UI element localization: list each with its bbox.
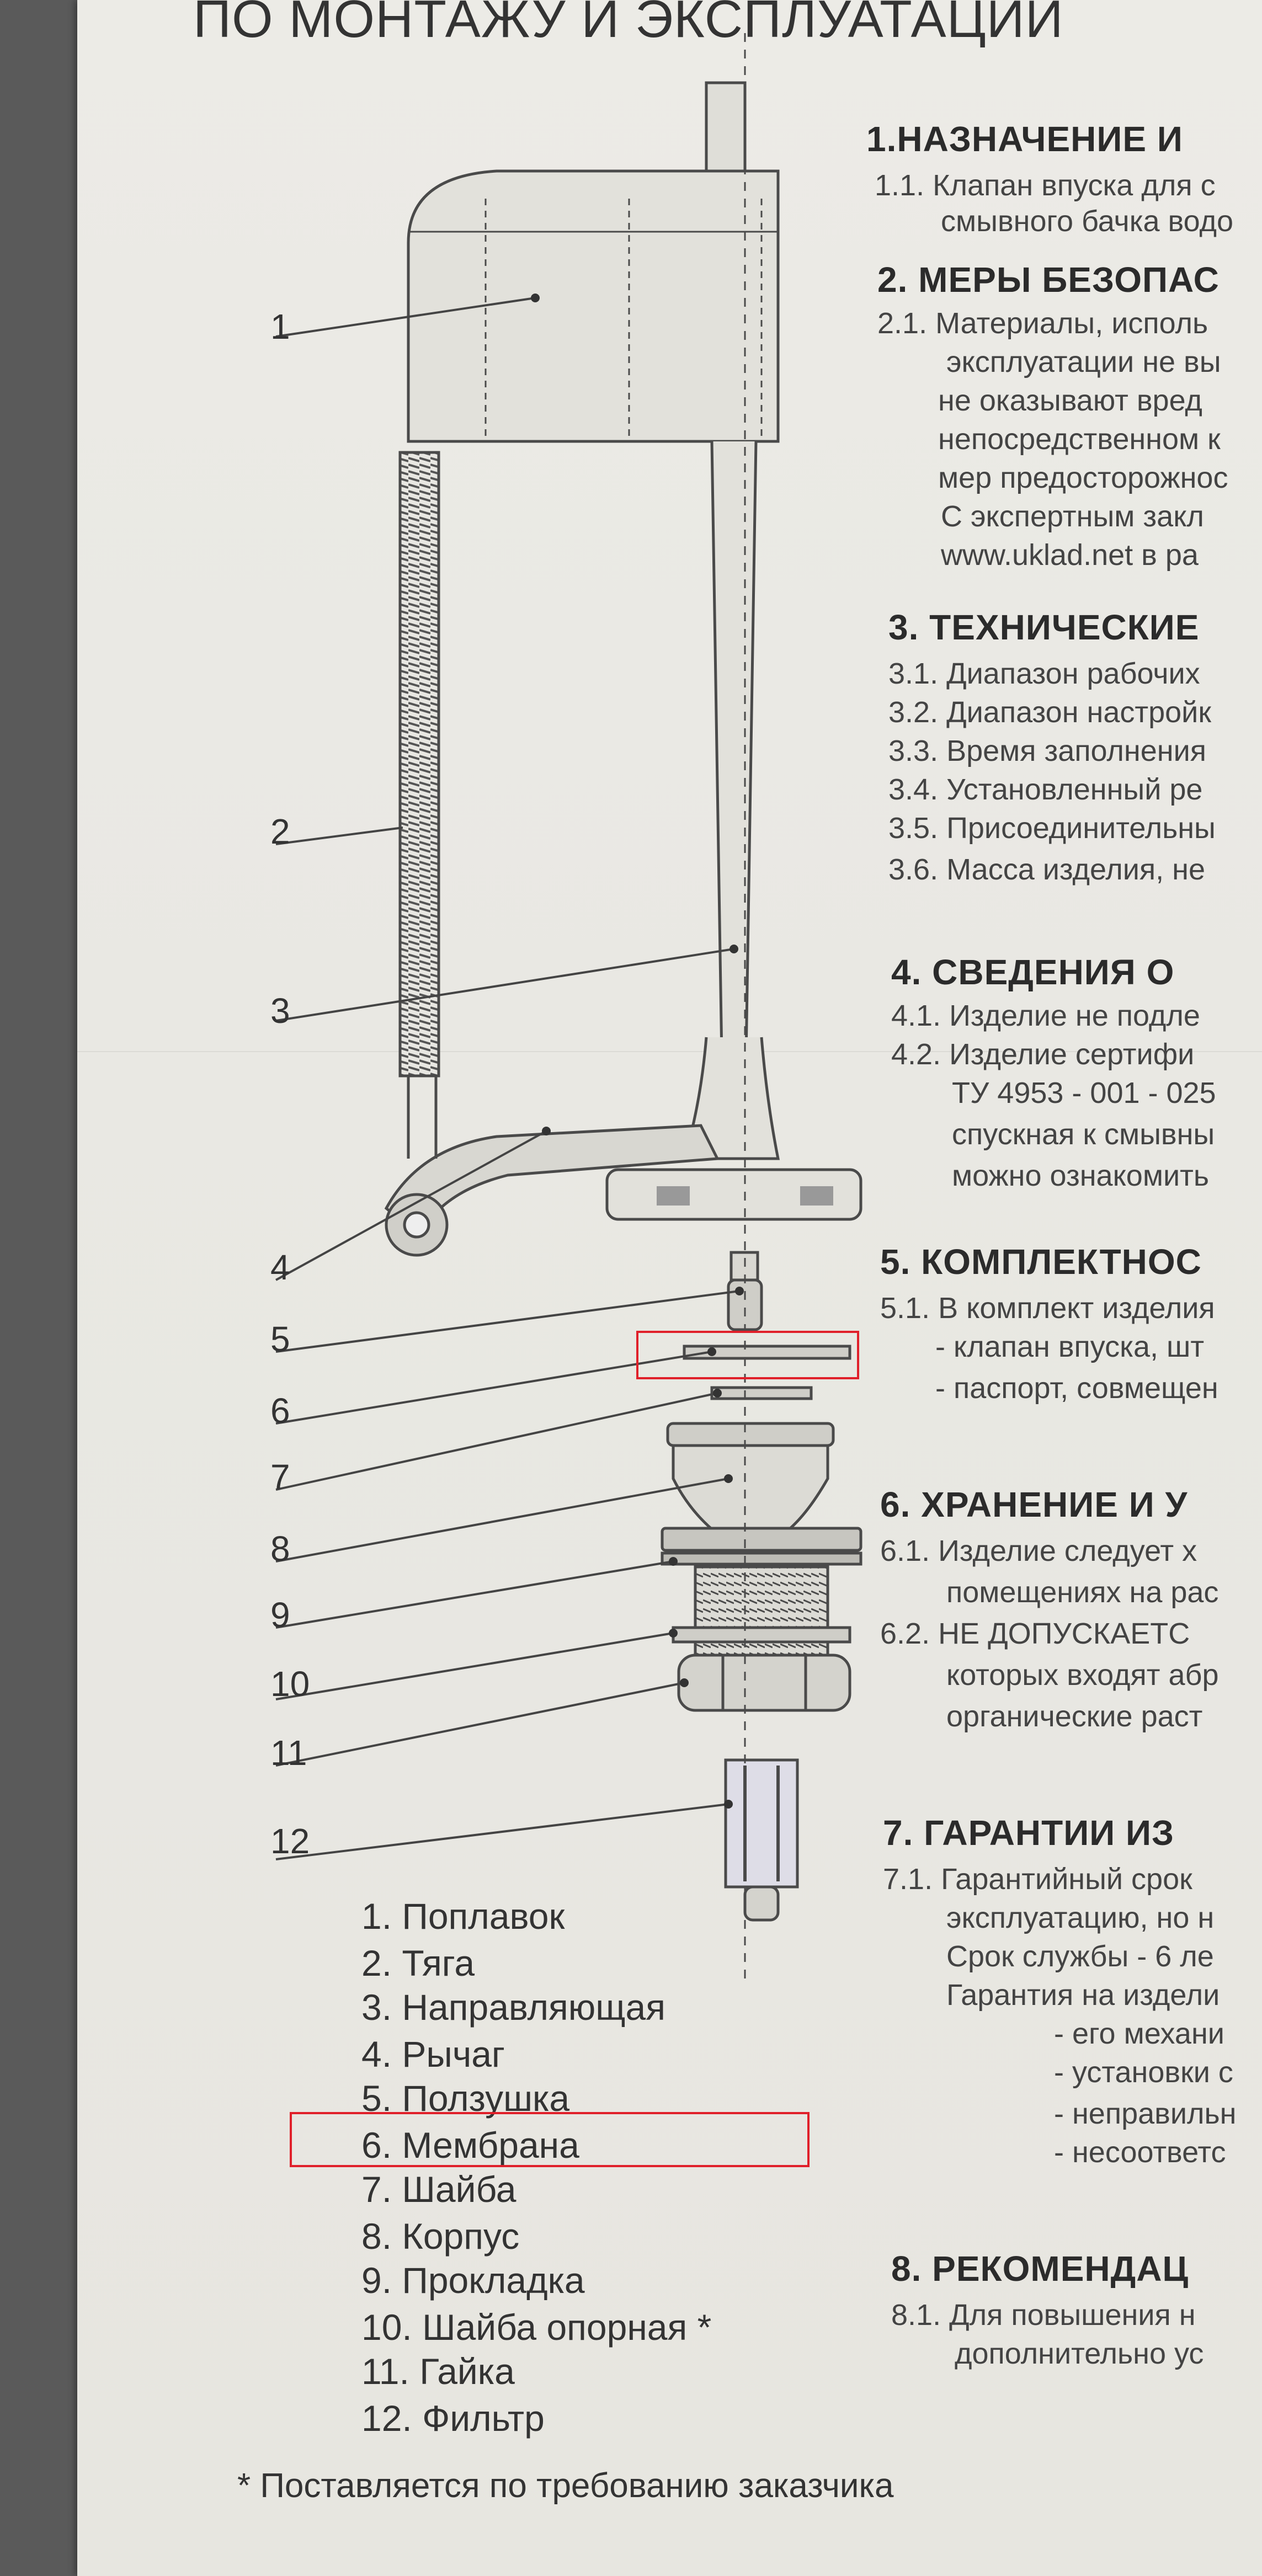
legend-item-10: 10. Шайба опорная *	[361, 2307, 712, 2348]
section-6-heading: 6. ХРАНЕНИЕ И У	[880, 1485, 1188, 1524]
guide-rod	[710, 441, 758, 1127]
section-6-line: помещениях на рас	[946, 1576, 1219, 1609]
support-washer	[672, 1626, 851, 1644]
callout-4: 4	[270, 1247, 290, 1287]
section-3-line: 3.1. Диапазон рабочих	[888, 657, 1200, 690]
legend-item-5: 5. Ползушка	[361, 2078, 570, 2119]
legend-item-4: 4. Рычаг	[361, 2034, 505, 2074]
pull-rod	[398, 451, 440, 1078]
section-1-line: 1.1. Клапан впуска для с	[875, 169, 1216, 202]
section-3-line: 3.4. Установленный ре	[888, 773, 1203, 806]
section-2-line: 2.1. Материалы, исполь	[877, 307, 1208, 340]
section-6-line: 6.1. Изделие следует х	[880, 1534, 1197, 1567]
section-3-line: 3.5. Присоединительны	[888, 812, 1216, 845]
float-body	[407, 169, 780, 443]
section-2-line: не оказывают вред	[938, 384, 1202, 417]
callout-3: 3	[270, 991, 290, 1031]
legend-item-3: 3. Направляющая	[361, 1987, 665, 2028]
section-3-line: 3.6. Масса изделия, не	[888, 853, 1205, 886]
membrane-highlight-box	[636, 1331, 859, 1379]
section-8-line: дополнительно ус	[955, 2337, 1204, 2370]
section-3-line: 3.2. Диапазон настройк	[888, 696, 1211, 729]
instruction-sheet: ПО МОНТАЖУ И ЭКСПЛУАТАЦИИ	[77, 0, 1262, 2576]
section-7-line: - несоответс	[1054, 2136, 1226, 2169]
valve-exploded-diagram	[275, 33, 862, 1986]
section-5-line: - паспорт, совмещен	[935, 1372, 1218, 1405]
legend-item-11: 11. Гайка	[361, 2351, 515, 2392]
nut	[677, 1654, 851, 1712]
section-5-line: 5.1. В комплект изделия	[880, 1292, 1215, 1325]
section-5-heading: 5. КОМПЛЕКТНОС	[880, 1242, 1202, 1282]
legend-item-6: 6. Мембрана	[361, 2125, 579, 2166]
legend-item-12: 12. Фильтр	[361, 2398, 545, 2439]
section-4-line: 4.2. Изделие сертифи	[891, 1038, 1195, 1071]
gasket	[661, 1527, 862, 1552]
legend-item-9: 9. Прокладка	[361, 2260, 585, 2301]
washer	[710, 1386, 813, 1400]
legend-item-7: 7. Шайба	[361, 2169, 516, 2210]
filter	[724, 1758, 799, 1889]
section-6-line: которых входят абр	[946, 1658, 1219, 1692]
callout-6: 6	[270, 1391, 290, 1431]
callout-7: 7	[270, 1457, 290, 1497]
section-5-line: - клапан впуска, шт	[935, 1330, 1205, 1363]
guide-base	[605, 1168, 862, 1221]
document-title: ПО МОНТАЖУ И ЭКСПЛУАТАЦИИ	[193, 0, 1064, 49]
callout-12: 12	[270, 1821, 310, 1861]
section-7-line: - неправильн	[1054, 2097, 1237, 2130]
section-7-line: 7.1. Гарантийный срок	[883, 1863, 1192, 1896]
callout-9: 9	[270, 1595, 290, 1635]
membrane	[683, 1345, 851, 1360]
legend-item-8: 8. Корпус	[361, 2216, 520, 2257]
section-2-line: непосредственном к	[938, 423, 1221, 456]
section-2-line: мер предосторожнос	[938, 461, 1228, 494]
section-8-heading: 8. РЕКОМЕНДАЦ	[891, 2249, 1189, 2289]
callout-1: 1	[270, 307, 290, 346]
section-2-line: эксплуатации не вы	[946, 345, 1221, 378]
section-3-line: 3.3. Время заполнения	[888, 734, 1206, 767]
callout-5: 5	[270, 1319, 290, 1359]
callout-8: 8	[270, 1529, 290, 1569]
section-2-line: С экспертным закл	[941, 500, 1204, 533]
section-6-line: органические раст	[946, 1700, 1203, 1733]
section-2-line: www.uklad.net в ра	[941, 538, 1199, 572]
section-7-line: Гарантия на издели	[946, 1978, 1220, 2012]
section-7-line: - установки с	[1054, 2056, 1233, 2089]
legend-highlight-box	[290, 2112, 810, 2167]
paper-fold	[77, 1051, 1262, 1052]
section-4-line: спускная к смывны	[952, 1118, 1215, 1151]
section-1-heading: 1.НАЗНАЧЕНИЕ И	[866, 119, 1183, 159]
legend-item-2: 2. Тяга	[361, 1943, 475, 1983]
section-4-line: ТУ 4953 - 001 - 025	[952, 1076, 1216, 1110]
section-4-line: можно ознакомить	[952, 1159, 1209, 1192]
guide-tube-top	[705, 81, 747, 184]
section-4-heading: 4. СВЕДЕНИЯ О	[891, 952, 1175, 992]
footnote: * Поставляется по требованию заказчика	[237, 2467, 894, 2505]
section-4-line: 4.1. Изделие не подле	[891, 999, 1200, 1032]
section-6-line: 6.2. НЕ ДОПУСКАЕТС	[880, 1617, 1190, 1650]
section-7-line: эксплуатацию, но н	[946, 1901, 1215, 1934]
section-7-line: Срок службы - 6 ле	[946, 1940, 1214, 1973]
section-3-heading: 3. ТЕХНИЧЕСКИЕ	[888, 607, 1200, 647]
section-8-line: 8.1. Для повышения н	[891, 2298, 1196, 2332]
section-1-line: смывного бачка водо	[941, 205, 1234, 238]
callout-11: 11	[270, 1733, 307, 1773]
legend-item-1: 1. Поплавок	[361, 1896, 565, 1937]
callout-10: 10	[270, 1664, 310, 1704]
section-2-heading: 2. МЕРЫ БЕЗОПАС	[877, 260, 1220, 300]
section-7-heading: 7. ГАРАНТИИ ИЗ	[883, 1813, 1175, 1853]
section-7-line: - его механи	[1054, 2017, 1224, 2050]
callout-2: 2	[270, 812, 290, 851]
